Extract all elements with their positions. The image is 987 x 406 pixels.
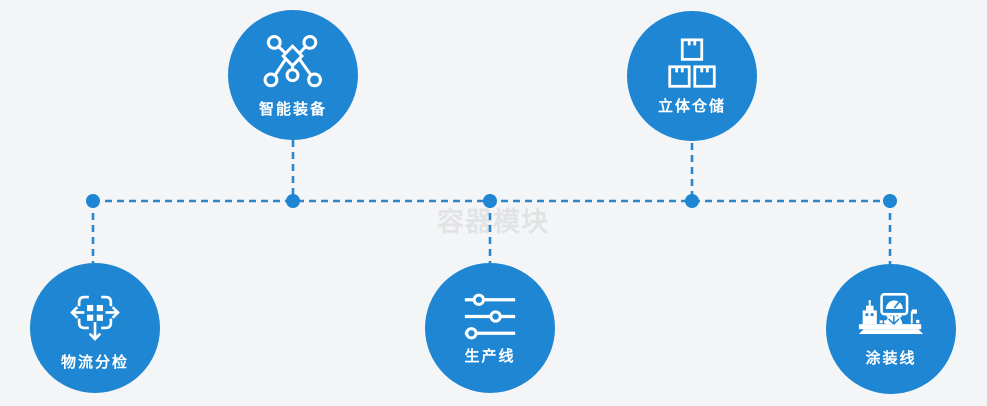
junction-dot (685, 194, 699, 208)
junction-dot (286, 194, 300, 208)
node-production-line[interactable]: 生产线 (425, 263, 555, 393)
node-smart-equipment[interactable]: 智能装备 (228, 10, 358, 140)
molecule-network-icon (263, 34, 322, 88)
junction-dot (883, 194, 897, 208)
node-label: 涂装线 (865, 350, 917, 367)
distribute-arrows-icon (70, 295, 120, 341)
sliders-icon (464, 293, 516, 339)
node-stereoscopic-warehouse[interactable]: 立体仓储 (627, 11, 757, 141)
node-label: 物流分检 (60, 354, 129, 371)
junction-dot (483, 194, 497, 208)
control-station-icon (858, 293, 924, 334)
node-coating-line[interactable]: 涂装线 (826, 264, 956, 394)
node-label: 立体仓储 (657, 98, 726, 115)
node-label: 生产线 (464, 347, 516, 365)
watermark: 容器模块 (437, 207, 549, 237)
node-label: 智能装备 (258, 101, 327, 118)
junction-dot (86, 194, 100, 208)
node-logistics-sorting[interactable]: 物流分检 (30, 263, 160, 393)
stacked-boxes-icon (668, 38, 716, 88)
